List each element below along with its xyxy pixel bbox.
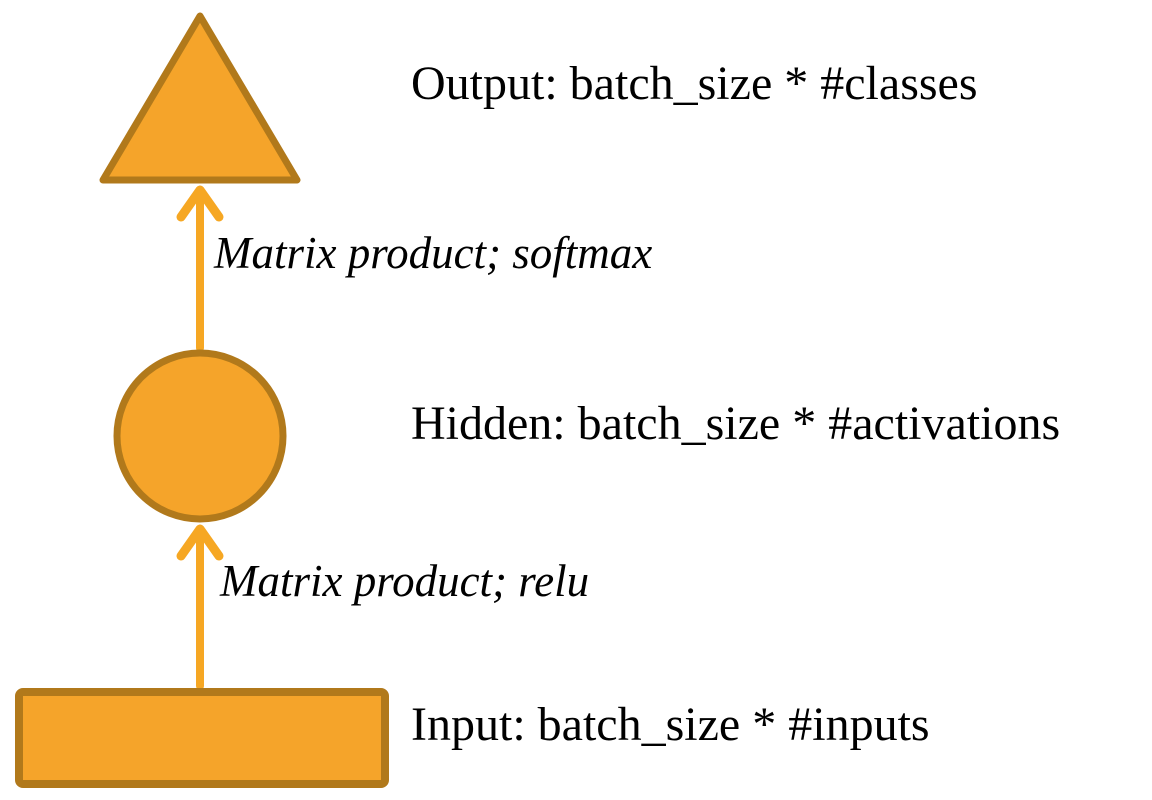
arrow-hidden-to-output-icon [176, 185, 224, 352]
arrow-head [176, 185, 224, 222]
arrow-head [176, 524, 224, 561]
output-label: Output: batch_size * #classes [411, 57, 978, 110]
hidden-circle-shape [113, 349, 287, 523]
hidden-label: Hidden: batch_size * #activations [411, 397, 1061, 450]
output-triangle-shape [99, 12, 301, 184]
input-label: Input: batch_size * #inputs [411, 698, 930, 751]
input-rectangle-shape [15, 688, 389, 788]
edge-label-relu: Matrix product; relu [220, 556, 590, 606]
edge-label-softmax: Matrix product; softmax [214, 228, 653, 278]
arrow-input-to-hidden-icon [176, 524, 224, 690]
